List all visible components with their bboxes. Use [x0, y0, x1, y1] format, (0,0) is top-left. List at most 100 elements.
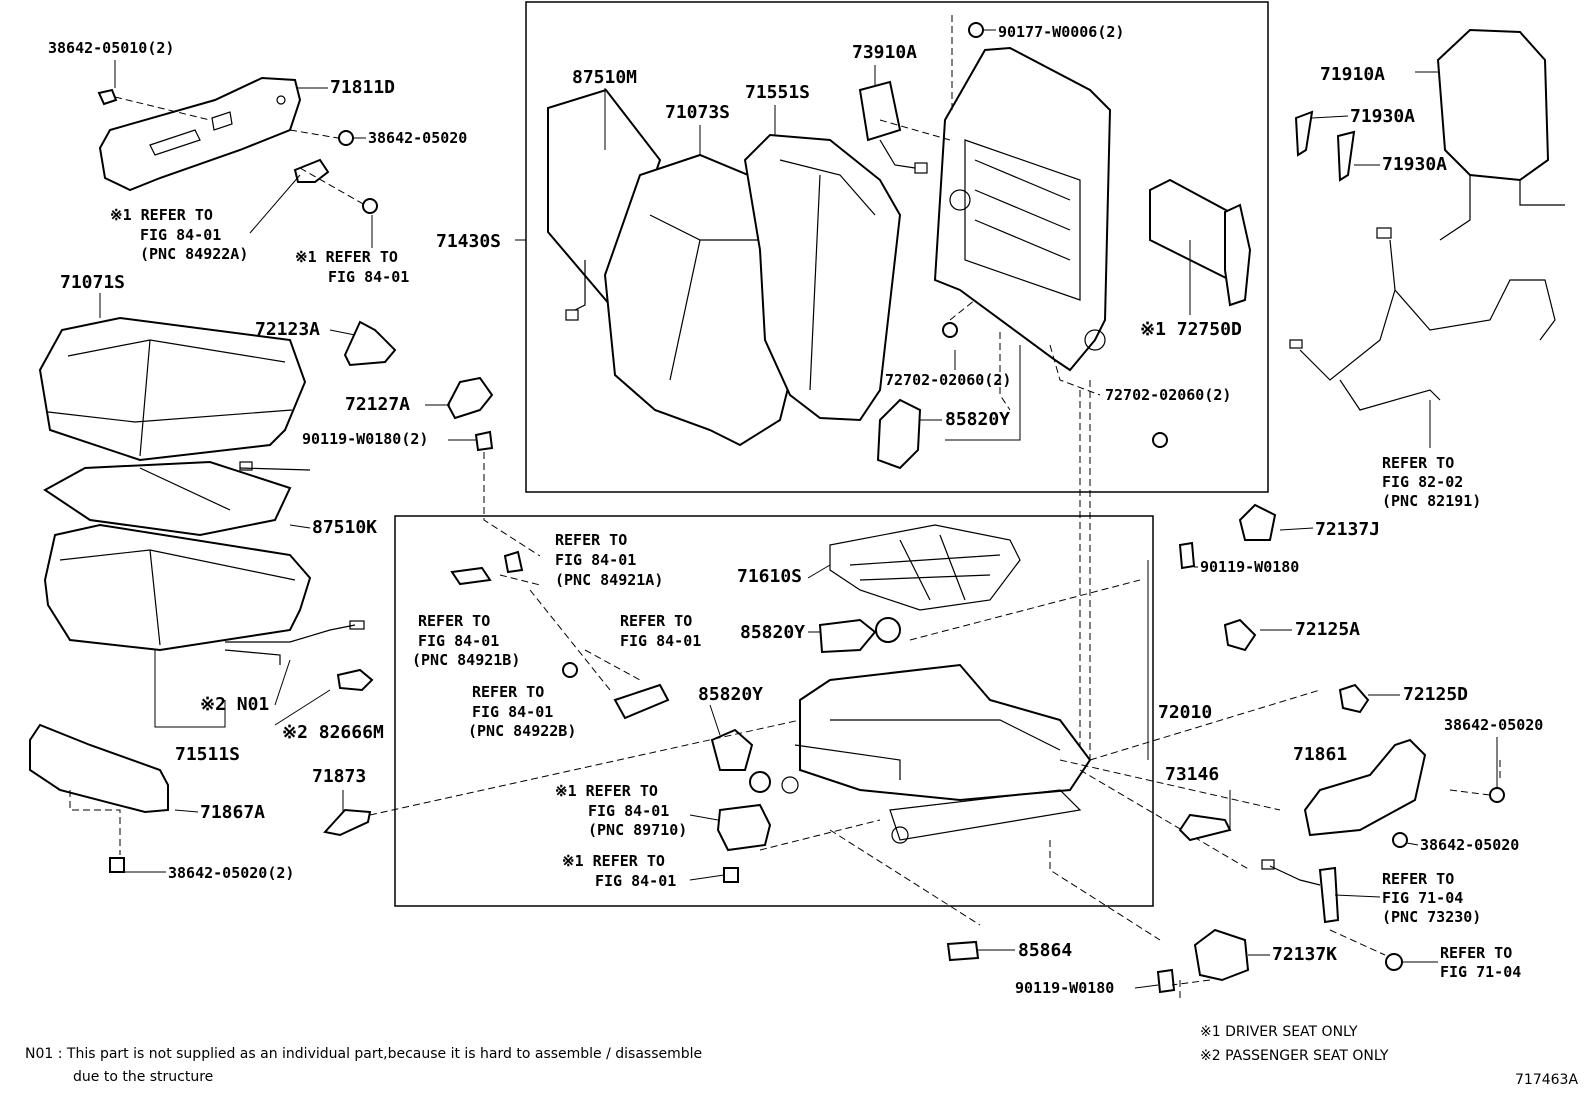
label-38642-05010-2: 38642-05010(2) — [48, 39, 174, 57]
label-ref-84922A-2: FIG 84-01 — [140, 226, 221, 244]
label-ref-7104-2: FIG 71-04 — [1440, 963, 1521, 981]
label-ref-84922B-1: REFER TO — [472, 683, 544, 701]
label-71511S: 71511S — [175, 744, 240, 765]
screw-72702-a-drawing — [942, 322, 958, 338]
bracket-72127a-drawing — [446, 376, 494, 420]
screw-38642-05020-2-drawing — [109, 857, 125, 873]
label-N01: ※2 N01 — [200, 694, 269, 715]
label-71861: 71861 — [1293, 744, 1347, 765]
seat-adjuster-72010-drawing — [781, 663, 1092, 844]
bolt-90119-w0180-a-drawing — [1178, 541, 1196, 570]
label-71867A: 71867A — [200, 802, 265, 823]
label-ref-84921B-1: REFER TO — [418, 612, 490, 630]
label-ref-84921B-3: (PNC 84921B) — [412, 651, 520, 669]
label-71551S: 71551S — [745, 82, 810, 103]
label-ref-84921B-2: FIG 84-01 — [418, 632, 499, 650]
bracket-72123a-drawing — [343, 320, 397, 367]
bracket-72137k-drawing — [1193, 928, 1250, 982]
bracket-72125a-drawing — [1223, 618, 1257, 652]
note-n01-line1: N01 : This part is not supplied as an in… — [25, 1046, 702, 1062]
label-ref-89710-2: FIG 84-01 — [588, 802, 669, 820]
label-87510K: 87510K — [312, 517, 377, 538]
seatback-cover-71551s-drawing — [743, 133, 902, 422]
switch-84922b-drawing — [613, 683, 670, 720]
guide-71930a-a-drawing — [1294, 110, 1314, 157]
label-90119-W0180-b: 90119-W0180 — [1015, 979, 1114, 997]
label-90119-W0180-a: 90119-W0180 — [1200, 558, 1299, 576]
label-ref-82191-1: REFER TO — [1382, 454, 1454, 472]
bracket-72125d-drawing — [1338, 683, 1370, 714]
label-ref-84921A-1: REFER TO — [555, 531, 627, 549]
label-73910A: 73910A — [852, 42, 917, 63]
legend-passenger-seat: ※2 PASSENGER SEAT ONLY — [1200, 1048, 1389, 1064]
legend-driver-seat: ※1 DRIVER SEAT ONLY — [1200, 1024, 1358, 1040]
clip-84921b-drawing — [503, 550, 524, 574]
label-ref-8401-bot-2: FIG 84-01 — [595, 872, 676, 890]
label-71873: 71873 — [312, 766, 366, 787]
label-71811D: 71811D — [330, 77, 395, 98]
label-72750D: ※1 72750D — [1140, 319, 1242, 340]
bolt-refer-bot-drawing — [723, 867, 739, 883]
label-ref-8401-top-1: ※1 REFER TO — [295, 248, 398, 266]
label-85864: 85864 — [1018, 940, 1072, 961]
screw-38642-05020-b-drawing — [1489, 787, 1505, 803]
label-72127A: 72127A — [345, 394, 410, 415]
label-ref-8401-mid-1: REFER TO — [620, 612, 692, 630]
motor-85820y-c-drawing — [710, 728, 771, 793]
label-ref-82191-2: FIG 82-02 — [1382, 473, 1463, 491]
label-38642-05020-b: 38642-05020 — [1444, 716, 1543, 734]
clip-82666m-drawing — [336, 668, 374, 692]
screw-72702-b-drawing — [1152, 432, 1168, 448]
bolt-90119-w0180-b-drawing — [1156, 968, 1176, 994]
harness-82-02-drawing — [1289, 227, 1556, 411]
label-ref-84922A-3: (PNC 84922A) — [140, 245, 248, 263]
switch-84921a-drawing — [450, 566, 492, 586]
module-73910a-drawing — [858, 80, 928, 174]
label-71930A-b: 71930A — [1382, 154, 1447, 175]
front-cover-71867a-drawing — [29, 723, 169, 814]
motor-85820y-b-drawing — [818, 617, 901, 654]
cover-71873-drawing — [323, 808, 372, 837]
bracket-72137j-drawing — [1238, 503, 1277, 541]
label-72125A: 72125A — [1295, 619, 1360, 640]
label-72123A: 72123A — [255, 319, 320, 340]
label-85820Y-c: 85820Y — [698, 684, 763, 705]
label-72125D: 72125D — [1403, 684, 1468, 705]
label-38642-05020-2: 38642-05020(2) — [168, 864, 294, 882]
seat-track-group-frame — [394, 515, 1154, 907]
guide-71930a-b-drawing — [1336, 130, 1356, 182]
screw-38642-05020-c-drawing — [1392, 832, 1408, 848]
seatback-group-frame — [525, 1, 1269, 493]
label-ref-89710-1: ※1 REFER TO — [555, 782, 658, 800]
spring-mat-71610s-drawing — [829, 524, 1021, 611]
label-85820Y-b: 85820Y — [740, 622, 805, 643]
label-ref-8401-top-2: FIG 84-01 — [328, 268, 409, 286]
wire-harness-n01-drawing — [224, 620, 365, 665]
label-71073S: 71073S — [665, 102, 730, 123]
label-71071S: 71071S — [60, 272, 125, 293]
bracket-73146-drawing — [1178, 813, 1232, 842]
screw-refer-mid-drawing — [562, 662, 578, 678]
nut-90177-drawing — [968, 22, 984, 38]
label-ref-84921A-3: (PNC 84921A) — [555, 571, 663, 589]
seat-cushion-pad-drawing — [43, 523, 312, 652]
label-71430S: 71430S — [436, 231, 501, 252]
label-72137J: 72137J — [1315, 519, 1380, 540]
label-87510M: 87510M — [572, 67, 637, 88]
screw-38642-05020-drawing — [338, 130, 354, 146]
label-ref-73230-2: FIG 71-04 — [1382, 889, 1463, 907]
seatbelt-buckle-drawing — [1261, 859, 1340, 924]
label-ref-8401-mid-2: FIG 84-01 — [620, 632, 701, 650]
label-72702-02060-2a: 72702-02060(2) — [885, 371, 1011, 389]
seatback-frame-drawing — [933, 46, 1112, 372]
label-ref-84922A-1: ※1 REFER TO — [110, 206, 213, 224]
label-ref-89710-3: (PNC 89710) — [588, 821, 687, 839]
label-ref-73230-3: (PNC 73230) — [1382, 908, 1481, 926]
label-ref-82191-3: (PNC 82191) — [1382, 492, 1481, 510]
label-ref-84921A-2: FIG 84-01 — [555, 551, 636, 569]
label-ref-84922B-3: (PNC 84922B) — [468, 722, 576, 740]
side-shield-drawing — [98, 76, 302, 192]
label-90177-W0006-2: 90177-W0006(2) — [998, 23, 1124, 41]
motor-85820y-a-drawing — [876, 398, 922, 470]
